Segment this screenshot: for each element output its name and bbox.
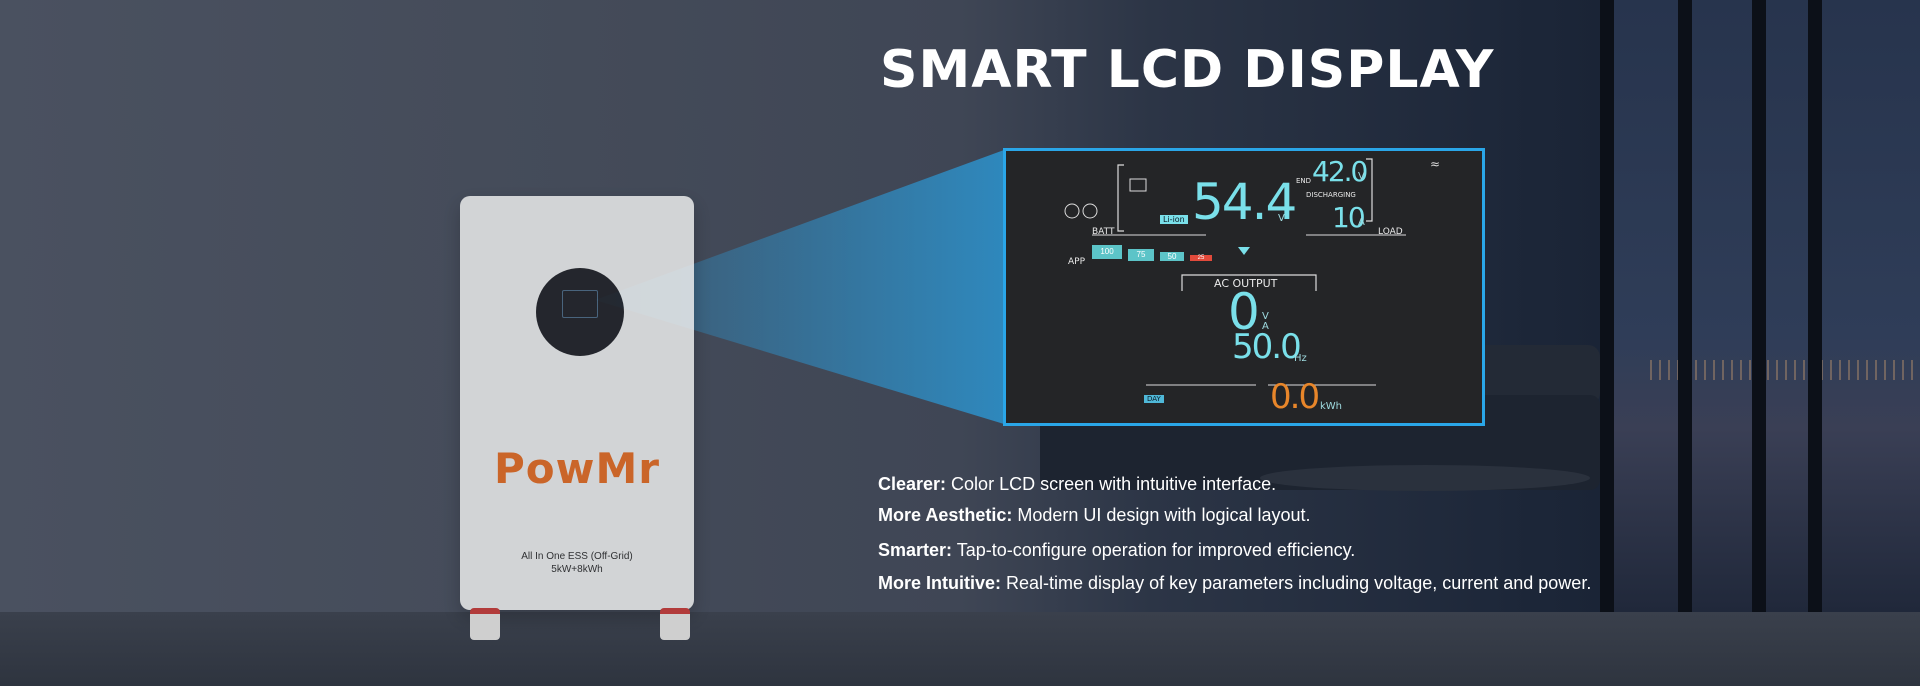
battery-voltage-unit: V xyxy=(1278,213,1285,224)
discharge-current-unit: A xyxy=(1358,217,1365,228)
feature-item: More Intuitive: Real-time display of key… xyxy=(878,573,1591,594)
model-line-2: 5kW+8kWh xyxy=(551,564,603,575)
battery-voltage-readout: 54.4 xyxy=(1192,173,1297,231)
feature-text: Color LCD screen with intuitive interfac… xyxy=(946,474,1277,494)
feature-item: More Aesthetic: Modern UI design with lo… xyxy=(878,505,1311,526)
brand-logo: PowMr xyxy=(494,444,660,493)
battery-type-badge: Li-ion xyxy=(1160,215,1188,224)
day-badge: DAY xyxy=(1144,395,1164,403)
window-frame xyxy=(1600,0,1614,612)
end-label: END xyxy=(1296,177,1312,185)
page-title: SMART LCD DISPLAY xyxy=(880,40,1495,100)
lcd-screen-enlarged: 54.4 V END 42.0 V DISCHARGING 10 A Li-io… xyxy=(1003,148,1485,426)
battery-level-bar: 100 xyxy=(1092,245,1122,259)
feature-label: More Aesthetic: xyxy=(878,505,1013,525)
feature-text: Modern UI design with logical layout. xyxy=(1012,505,1311,525)
energy-readout: 0.0 xyxy=(1270,377,1320,417)
battery-level-bar: 50 xyxy=(1160,252,1184,261)
ac-output-label: AC OUTPUT xyxy=(1214,277,1278,290)
frequency-unit: Hz xyxy=(1294,353,1307,364)
window-frame xyxy=(1678,0,1692,612)
feature-text: Real-time display of key parameters incl… xyxy=(1001,573,1592,593)
model-line-1: All In One ESS (Off-Grid) xyxy=(521,551,633,562)
feature-item: Clearer: Color LCD screen with intuitive… xyxy=(878,474,1276,495)
feature-label: More Intuitive: xyxy=(878,573,1002,593)
output-unit-v: V xyxy=(1262,311,1269,322)
discharge-current-readout: 10 xyxy=(1332,201,1366,234)
feature-item: Smarter: Tap-to-configure operation for … xyxy=(878,540,1355,561)
discharging-label: DISCHARGING xyxy=(1306,191,1356,199)
output-readout: 0 xyxy=(1228,283,1260,341)
output-unit-a: A xyxy=(1262,321,1269,332)
end-voltage-readout: 42.0 xyxy=(1312,155,1368,188)
mini-lcd-icon xyxy=(562,290,598,318)
wheel xyxy=(660,608,690,640)
energy-unit: kWh xyxy=(1320,401,1343,412)
battery-level-bar: 25 xyxy=(1190,255,1212,261)
device-model-label: All In One ESS (Off-Grid) 5kW+8kWh xyxy=(460,550,694,576)
window-frame xyxy=(1752,0,1766,612)
device-round-display xyxy=(536,268,624,356)
frequency-readout: 50.0 xyxy=(1232,327,1302,367)
lcd-outline-graphics xyxy=(1064,158,1406,386)
powmr-inverter-unit: PowMr All In One ESS (Off-Grid) 5kW+8kWh xyxy=(460,196,694,610)
window-frame xyxy=(1808,0,1822,612)
wifi-icon: ≈ xyxy=(1430,157,1441,171)
feature-text: Tap-to-configure operation for improved … xyxy=(952,540,1356,560)
city-lights xyxy=(1650,360,1920,380)
end-voltage-unit: V xyxy=(1358,171,1365,182)
battery-level-bar: 75 xyxy=(1128,249,1154,261)
load-label: LOAD xyxy=(1378,227,1403,237)
feature-label: Clearer: xyxy=(878,474,947,494)
floor xyxy=(0,612,1920,686)
feature-label: Smarter: xyxy=(878,540,953,560)
app-label: APP xyxy=(1068,257,1086,267)
coffee-table xyxy=(1260,465,1590,491)
batt-label: BATT xyxy=(1092,227,1115,237)
wheel xyxy=(470,608,500,640)
